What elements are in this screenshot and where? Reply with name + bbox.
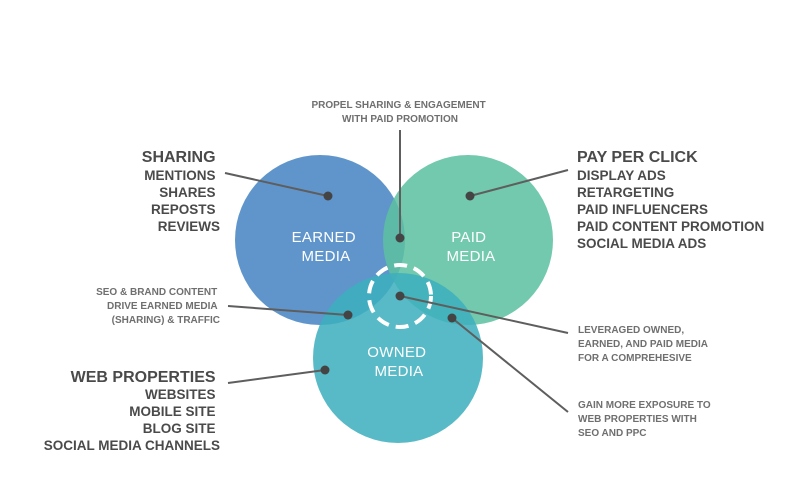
leader-earned-owned xyxy=(227,305,349,316)
paid-list: PAY PER CLICK DISPLAY ADS RETARGETING PA… xyxy=(577,149,769,251)
dashed-circle-icon xyxy=(367,263,433,329)
owned-list-item: BLOG SITE xyxy=(143,421,216,436)
note-paid-owned-line-2: WEB PROPERTIES WITH xyxy=(578,414,697,425)
earned-label-line-1: EARNED xyxy=(292,229,356,246)
earned-list-item: REVIEWS xyxy=(158,219,220,234)
owned-label-line-2: MEDIA xyxy=(374,363,423,380)
note-earned-owned-line-2: DRIVE EARNED MEDIA xyxy=(107,301,217,312)
note-all-three: LEVERAGED OWNED, EARNED, AND PAID MEDIA … xyxy=(578,325,710,364)
paid-list-item: DISPLAY ADS xyxy=(577,168,666,183)
earned-list: SHARING MENTIONS SHARES REPOSTS REVIEWS xyxy=(142,149,220,234)
leader-paid xyxy=(469,169,569,197)
note-earned-owned-line-3: (SHARING) & TRAFFIC xyxy=(112,315,220,326)
dot-earned xyxy=(323,191,333,201)
earned-list-heading: SHARING xyxy=(142,149,216,166)
dot-paid-owned xyxy=(447,313,457,323)
note-earned-paid-line-1: PROPEL SHARING & ENGAGEMENT xyxy=(311,100,485,111)
note-paid-owned-line-3: SEO AND PPC xyxy=(578,428,647,439)
dot-earned-owned xyxy=(343,310,353,320)
dot-earned-paid xyxy=(395,233,405,243)
note-earned-paid: PROPEL SHARING & ENGAGEMENT WITH PAID PR… xyxy=(311,100,488,125)
paid-label-line-1: PAID xyxy=(451,229,486,246)
note-all-three-line-3: FOR A COMPREHESIVE xyxy=(578,353,692,364)
paid-list-item: PAID INFLUENCERS xyxy=(577,202,708,217)
leader-earned xyxy=(224,172,329,197)
leader-paid-owned xyxy=(451,317,569,413)
owned-list-item: SOCIAL MEDIA CHANNELS xyxy=(44,438,220,453)
earned-media-label: EARNED MEDIA xyxy=(292,229,361,265)
paid-label-line-2: MEDIA xyxy=(446,248,495,265)
owned-list-item: WEBSITES xyxy=(145,387,216,402)
earned-list-item: REPOSTS xyxy=(151,202,216,217)
paid-media-label: PAID MEDIA xyxy=(446,229,495,265)
earned-label-line-2: MEDIA xyxy=(301,248,350,265)
paid-list-heading: PAY PER CLICK xyxy=(577,149,698,166)
note-earned-paid-line-2: WITH PAID PROMOTION xyxy=(342,114,458,125)
leader-all-three xyxy=(399,295,569,334)
paid-list-item: RETARGETING xyxy=(577,185,674,200)
owned-list-item: MOBILE SITE xyxy=(129,404,215,419)
paid-list-item: SOCIAL MEDIA ADS xyxy=(577,236,706,251)
earned-list-item: SHARES xyxy=(159,185,215,200)
earned-list-item: MENTIONS xyxy=(144,168,215,183)
leader-owned xyxy=(227,369,326,384)
note-earned-owned: SEO & BRAND CONTENT DRIVE EARNED MEDIA (… xyxy=(96,287,220,326)
owned-label-line-1: OWNED xyxy=(367,344,426,361)
note-all-three-line-1: LEVERAGED OWNED, xyxy=(578,325,684,336)
paid-list-item: PAID CONTENT PROMOTION xyxy=(577,219,764,234)
owned-media-circle xyxy=(313,273,483,443)
dot-paid xyxy=(465,191,475,201)
note-earned-owned-line-1: SEO & BRAND CONTENT xyxy=(96,287,217,298)
dot-all-three xyxy=(395,291,405,301)
note-paid-owned: GAIN MORE EXPOSURE TO WEB PROPERTIES WIT… xyxy=(578,400,713,439)
dot-owned xyxy=(320,365,330,375)
owned-list: WEB PROPERTIES WEBSITES MOBILE SITE BLOG… xyxy=(44,369,220,453)
note-all-three-line-2: EARNED, AND PAID MEDIA xyxy=(578,339,708,350)
note-paid-owned-line-1: GAIN MORE EXPOSURE TO xyxy=(578,400,711,411)
owned-media-label: OWNED MEDIA xyxy=(367,344,430,380)
owned-list-heading: WEB PROPERTIES xyxy=(71,369,216,386)
